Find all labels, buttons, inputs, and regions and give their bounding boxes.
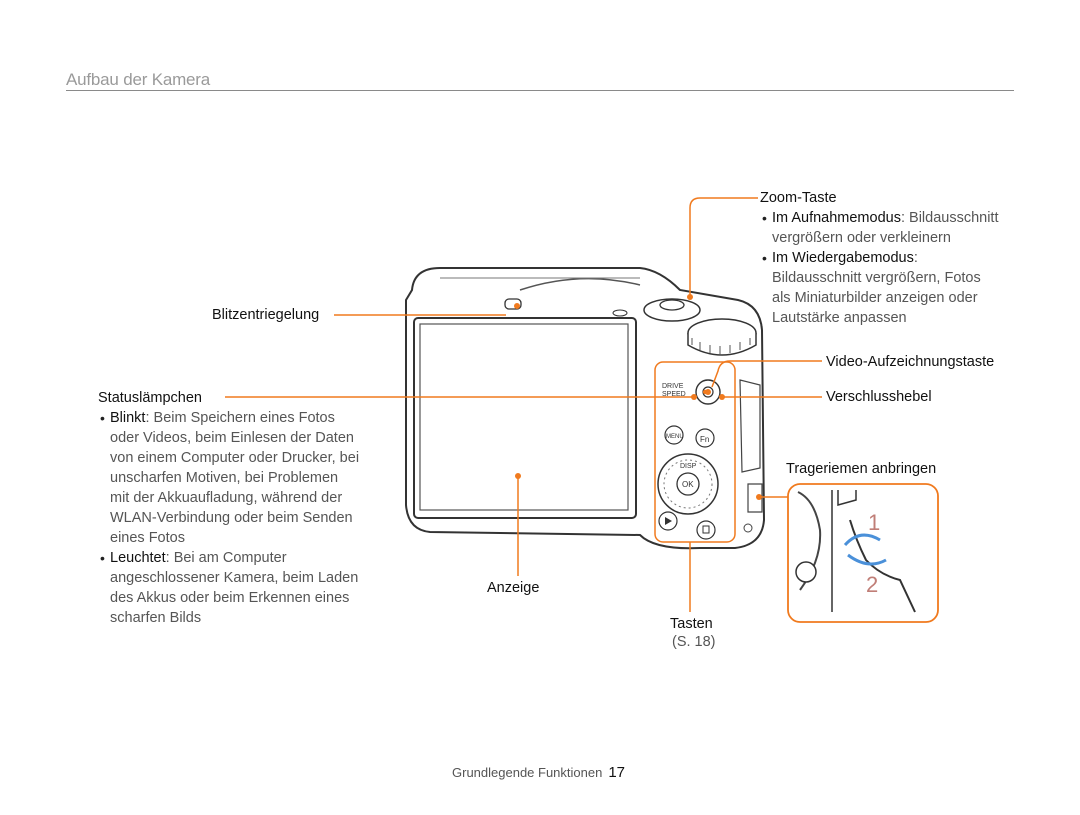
strap-attach-label: Trageriemen anbringen: [786, 461, 937, 477]
strap-step-1: 1: [868, 510, 880, 535]
zoom-item-2-line2: Bildausschnitt vergrößern, Fotos: [772, 270, 981, 286]
status-lamp-label: Statuslämpchen: [98, 390, 202, 406]
status-blink-line-6: WLAN-Verbindung oder beim Senden: [110, 510, 353, 526]
status-lit-text-1: : Bei am Computer: [165, 550, 287, 566]
status-blink-line-7: eines Fotos: [110, 530, 185, 546]
status-blink-line-3: von einem Computer oder Drucker, bei: [110, 450, 360, 466]
page-header-title: Aufbau der Kamera: [66, 70, 211, 89]
callout-dots: [514, 294, 762, 500]
status-lit-line-4: scharfen Bilds: [110, 610, 202, 626]
bullet-icon: •: [100, 550, 105, 566]
zoom-item-1-text: : Bildausschnitt: [900, 210, 999, 226]
zoom-item-2-line3: als Miniaturbilder anzeigen oder: [772, 290, 978, 306]
menu-label: MENU: [666, 434, 684, 440]
status-blink-line-4: unscharfen Motiven, bei Problemen: [110, 470, 339, 486]
flash-release-label: Blitzentriegelung: [212, 307, 320, 323]
header-divider: [66, 90, 1014, 91]
buttons-page-ref: (S. 18): [672, 634, 716, 650]
status-blink-line-5: mit der Akkuaufladung, während der: [110, 490, 343, 506]
zoom-item-1-bold: Im Aufnahmemodus: [772, 210, 901, 226]
zoom-item-1-line2: vergrößern oder verkleinern: [772, 230, 951, 246]
fn-label: Fn: [700, 435, 709, 444]
status-blink-line-2: oder Videos, beim Einlesen der Daten: [110, 430, 354, 446]
zoom-item-2-line4: Lautstärke anpassen: [772, 310, 907, 326]
status-lit-line-3: des Akkus oder beim Erkennen eines: [110, 590, 350, 606]
zoom-button-label: Zoom-Taste: [760, 190, 837, 206]
buttons-label: Tasten: [670, 616, 713, 632]
footer-section: Grundlegende Funktionen: [452, 765, 603, 780]
ok-label: OK: [682, 480, 694, 489]
zoom-item-1: Im Aufnahmemodus: Bildausschnitt: [772, 208, 999, 228]
shutter-lever-label: Verschlusshebel: [826, 389, 932, 405]
status-blink-line-1: Blinkt: Beim Speichern eines Fotos: [110, 408, 335, 428]
page-number: 17: [608, 764, 626, 781]
speed-label: SPEED: [662, 391, 686, 398]
status-blink-bold: Blinkt: [110, 410, 146, 426]
page-footer: Grundlegende Funktionen 17: [452, 764, 625, 781]
video-record-button-label: Video-Aufzeichnungstaste: [826, 354, 995, 370]
zoom-item-2: Im Wiedergabemodus:: [772, 248, 918, 268]
status-lit-line-1: Leuchtet: Bei am Computer: [110, 548, 287, 568]
strap-step-2: 2: [866, 572, 878, 597]
drive-label: DRIVE: [662, 383, 684, 390]
status-blink-text-1: : Beim Speichern eines Fotos: [145, 410, 335, 426]
display-label: Anzeige: [487, 580, 540, 596]
bullet-icon: •: [100, 410, 105, 426]
bullet-icon: •: [762, 250, 767, 266]
status-lit-bold: Leuchtet: [110, 550, 166, 566]
bullet-icon: •: [762, 210, 767, 226]
disp-label: DISP: [680, 463, 697, 470]
camera-body: DRIVE SPEED MENU Fn OK DISP: [405, 267, 766, 550]
strap-inset: 1 2: [787, 483, 939, 623]
zoom-item-2-bold: Im Wiedergabemodus: [772, 250, 914, 266]
zoom-item-2-text: :: [913, 250, 918, 266]
callout-lines: [225, 197, 822, 612]
status-lit-line-2: angeschlossener Kamera, beim Laden: [110, 570, 359, 586]
